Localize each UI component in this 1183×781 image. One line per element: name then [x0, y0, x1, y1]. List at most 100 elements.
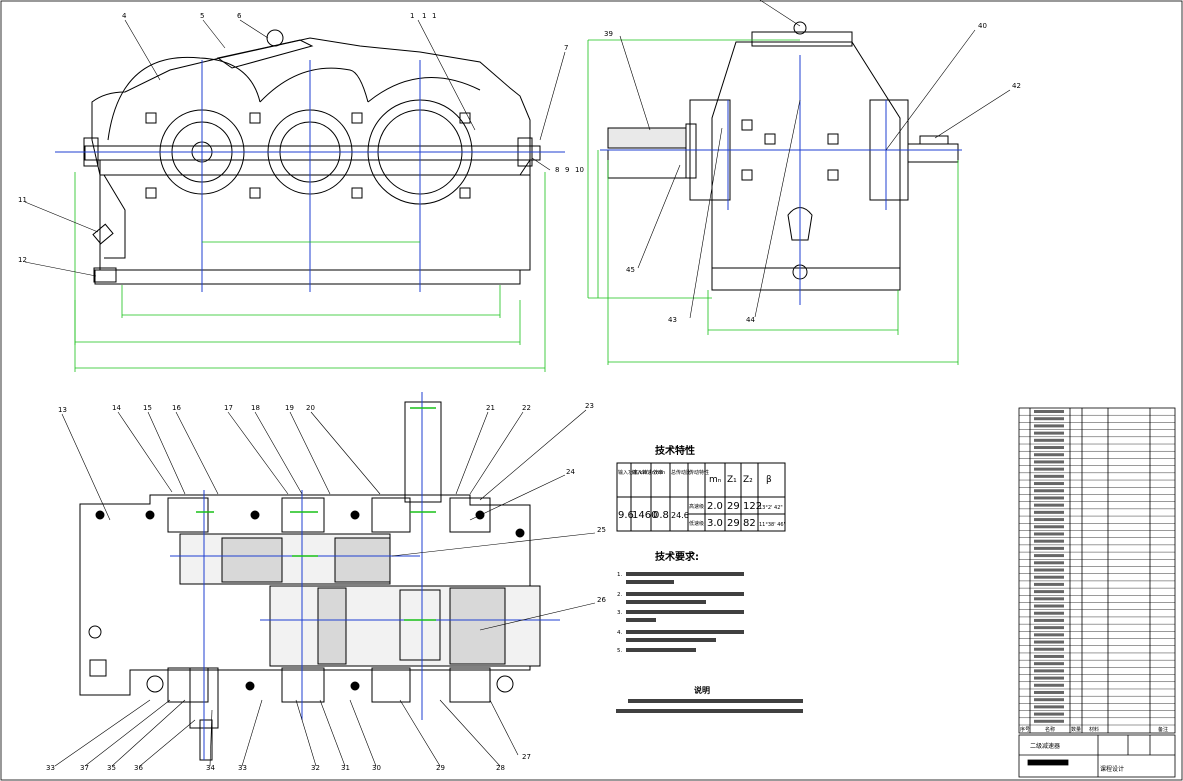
callout-30: 30: [372, 764, 381, 772]
side-callouts: [619, 0, 1011, 319]
callout-26: 26: [597, 596, 606, 604]
parts-list-entry-mark: [1034, 590, 1064, 594]
callout-18: 18: [251, 404, 260, 412]
callout-37: 37: [80, 764, 89, 772]
value-ratio: 24.6: [671, 511, 689, 520]
callout-34: 34: [206, 764, 215, 772]
parts-list-entry-mark: [1034, 719, 1064, 723]
parts-list-entry-mark: [1034, 489, 1064, 493]
callout-39: 39: [604, 30, 613, 38]
col-index: 序号: [1020, 726, 1030, 733]
parts-list-entry-mark: [1034, 424, 1064, 428]
parts-list-entry-mark: [1034, 474, 1064, 478]
callout-4: 4: [122, 12, 127, 20]
callout-42: 42: [1012, 82, 1021, 90]
callout-14: 14: [112, 404, 121, 412]
parts-list-entry-mark: [1034, 460, 1064, 464]
col-remark: 备注: [1158, 726, 1168, 733]
parts-list-entry-mark: [1034, 568, 1064, 572]
parts-list-entry-mark: [1034, 676, 1064, 680]
parts-list-entry-mark: [1034, 683, 1064, 687]
callout-33a: 33: [46, 764, 55, 772]
callout-33b: 33: [238, 764, 247, 772]
req-3: 3.: [617, 610, 622, 616]
parts-list-entry-mark: [1034, 705, 1064, 709]
parts-list-entry-mark: [1034, 503, 1064, 507]
parts-list-entry-mark: [1034, 633, 1064, 637]
parts-list-entry-mark: [1034, 611, 1064, 615]
parts-list-entry-mark: [1034, 539, 1064, 543]
parts-list-entry-mark: [1034, 582, 1064, 586]
callout-15: 15: [143, 404, 152, 412]
tech-spec-title: 技术特性: [655, 444, 695, 457]
callout-12: 12: [18, 256, 27, 264]
hdr-stage: 传动特性: [689, 469, 709, 476]
callout-28: 28: [496, 764, 505, 772]
parts-list-entry-mark: [1034, 640, 1064, 644]
callout-44: 44: [746, 316, 755, 324]
parts-list-entry-mark: [1034, 546, 1064, 550]
parts-list-entry-mark: [1034, 446, 1064, 450]
callout-11: 11: [18, 196, 27, 204]
beta-high: 13°2' 42": [759, 505, 783, 511]
parts-list-entry-mark: [1034, 467, 1064, 471]
explanation-title: 说明: [694, 685, 710, 695]
parts-list: [1018, 407, 1176, 734]
callout-25: 25: [597, 526, 606, 534]
tech-requirements: 技术要求: 1. 2. 3. 4. 5.: [617, 550, 744, 654]
req-1: 1.: [617, 572, 622, 578]
callout-20: 20: [306, 404, 315, 412]
parts-list-rows: [1019, 415, 1175, 726]
parts-list-entry-mark: [1034, 417, 1064, 421]
callout-22: 22: [522, 404, 531, 412]
parts-list-entry-mark: [1034, 482, 1064, 486]
callout-13: 13: [58, 406, 67, 414]
parts-list-entry-mark: [1034, 525, 1064, 529]
mn-high: 2.0: [707, 501, 723, 512]
parts-list-entry-mark: [1034, 597, 1064, 601]
req-2: 2.: [617, 592, 622, 598]
callout-1b: 1: [422, 12, 426, 20]
explanation-note: 说明: [616, 685, 803, 713]
callout-43: 43: [668, 316, 677, 324]
callout-36: 36: [134, 764, 143, 772]
stage-high: 高速级: [689, 503, 704, 510]
front-callouts: [24, 19, 566, 277]
parts-list-entry-mark: [1034, 654, 1064, 658]
title-block-subtitle: 课程设计: [1100, 765, 1124, 773]
callout-31: 31: [341, 764, 350, 772]
parts-list-entry-mark: [1034, 510, 1064, 514]
callout-7: 7: [564, 44, 568, 52]
hdr-beta: β: [766, 475, 772, 485]
callout-16: 16: [172, 404, 181, 412]
parts-list-entry-mark: [1034, 431, 1064, 435]
parts-list-entry-mark: [1034, 410, 1064, 413]
beta-low: 11°38' 46": [759, 522, 786, 528]
parts-list-header: 序号 名称 数量 材料 备注: [1020, 726, 1168, 733]
parts-list-entry-mark: [1034, 496, 1064, 500]
hdr-efficiency: 效率: [653, 469, 663, 476]
parts-list-entry-mark: [1034, 604, 1064, 608]
parts-list-entry-mark: [1034, 662, 1064, 666]
req-4: 4.: [617, 630, 622, 636]
parts-list-entry-mark: [1034, 626, 1064, 630]
parts-list-entry-mark: [1034, 532, 1064, 536]
callout-24: 24: [566, 468, 575, 476]
callout-1a: 1: [410, 12, 414, 20]
z1-high: 29: [727, 501, 740, 512]
parts-list-entry-mark: [1034, 647, 1064, 651]
callout-45: 45: [626, 266, 635, 274]
callout-8: 8: [555, 166, 559, 174]
parts-list-entry-mark: [1034, 575, 1064, 579]
value-efficiency: 0.8: [653, 510, 669, 521]
title-block-name: 二级减速器: [1030, 742, 1060, 750]
stage-low: 低速级: [689, 520, 704, 527]
col-qty: 数量: [1071, 726, 1081, 733]
callout-35: 35: [107, 764, 116, 772]
front-view: [55, 29, 565, 372]
col-material: 材料: [1089, 726, 1099, 733]
callout-19: 19: [285, 404, 294, 412]
parts-list-entry-mark: [1034, 669, 1064, 673]
